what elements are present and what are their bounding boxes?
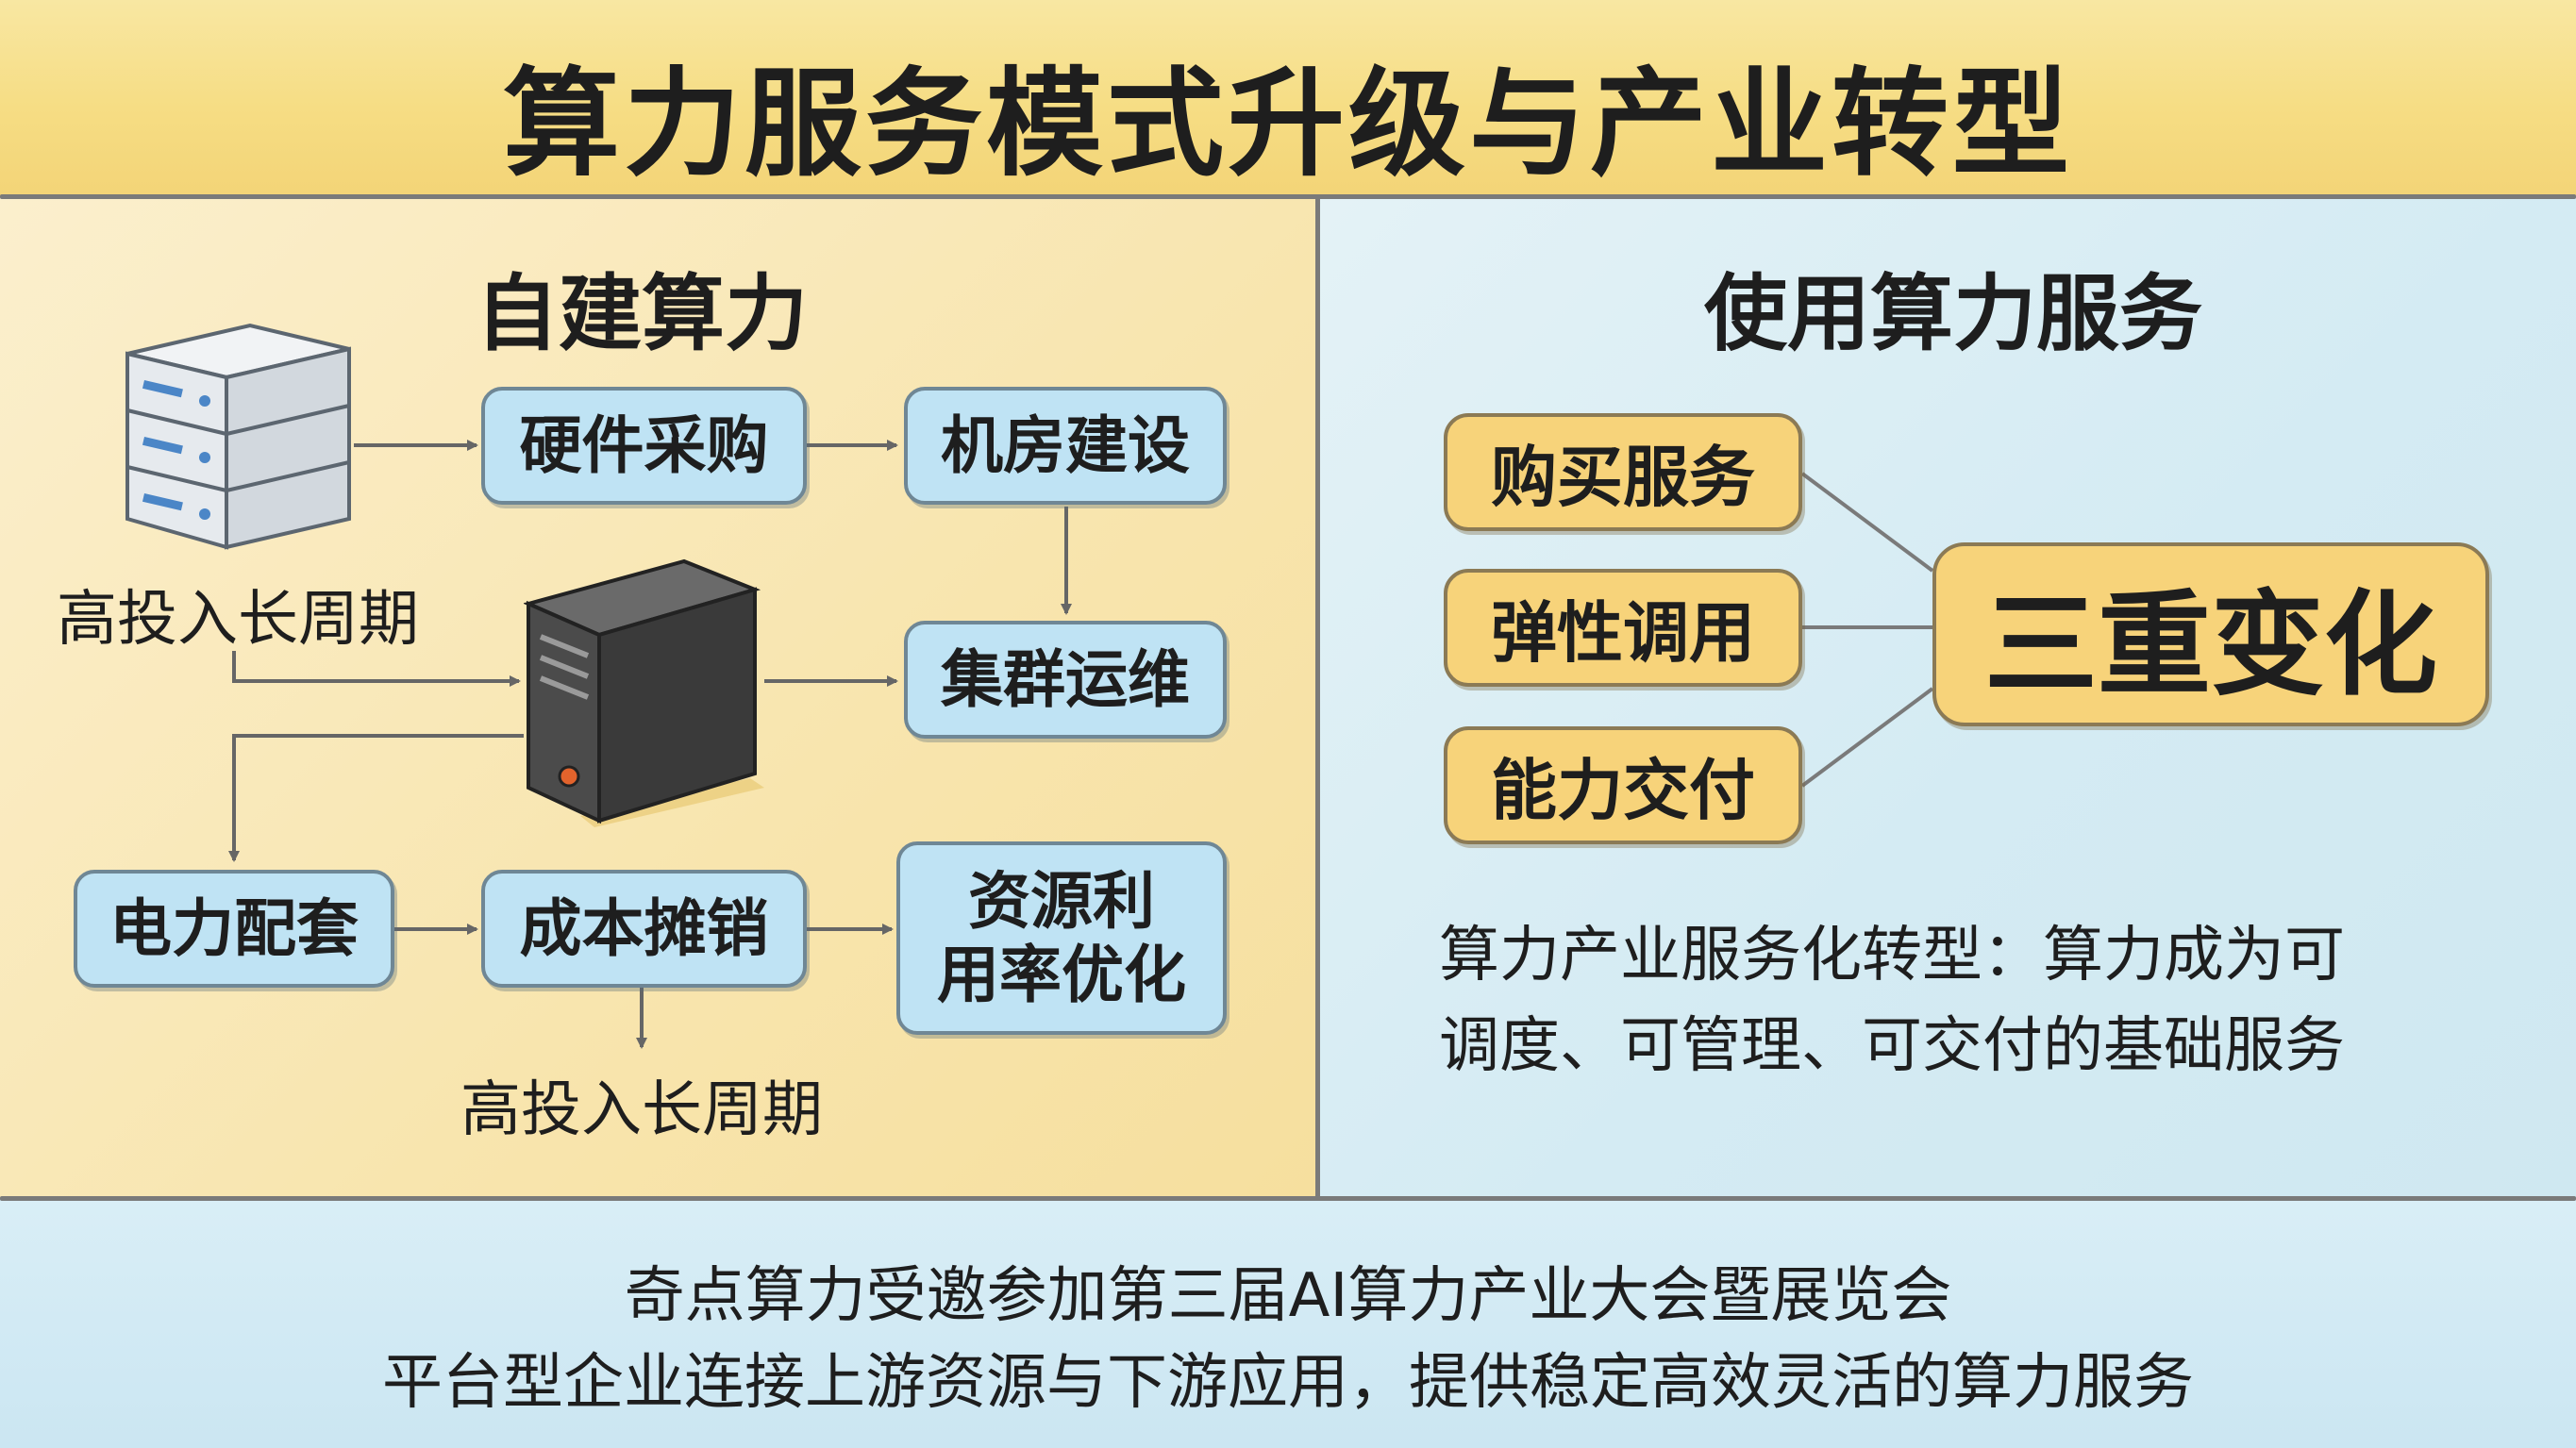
triple-change-box: 三重变化 [1932,542,2489,726]
option-elastic-call-label: 弹性调用 [1491,580,1755,675]
box-power-supply: 电力配套 [74,870,394,988]
link-buy [1802,474,1932,571]
box-room-construction-label: 机房建设 [941,409,1190,483]
option-elastic-call: 弹性调用 [1444,569,1802,687]
option-capability-delivery: 能力交付 [1444,726,1802,844]
server-rack-icon [118,316,354,561]
summary-line-1: 算力产业服务化转型：算力成为可 [1439,910,2477,1001]
option-buy-service-label: 购买服务 [1491,424,1755,520]
footer-line-2: 平台型企业连接上游资源与下游应用，提供稳定高效灵活的算力服务 [0,1334,2576,1421]
box-cost-amortization: 成本摊销 [481,870,807,988]
box-hardware-purchase: 硬件采购 [481,387,807,505]
server-tower-icon [524,552,769,835]
box-hardware-purchase-label: 硬件采购 [520,409,769,483]
note-high-investment-top: 高投入长周期 [57,571,419,657]
box-resource-line1: 资源利 [968,865,1155,939]
box-room-construction: 机房建设 [904,387,1227,505]
summary-text: 算力产业服务化转型：算力成为可 调度、可管理、可交付的基础服务 [1439,910,2477,1091]
box-resource-utilization: 资源利 用率优化 [896,841,1227,1035]
box-cluster-ops: 集群运维 [904,621,1227,739]
box-resource-line2: 用率优化 [937,939,1186,1012]
box-power-supply-label: 电力配套 [109,892,359,966]
box-cluster-ops-label: 集群运维 [941,643,1190,717]
link-deliver [1802,689,1932,786]
option-capability-delivery-label: 能力交付 [1491,738,1755,833]
box-cost-amortization-label: 成本摊销 [520,892,769,966]
summary-line-2: 调度、可管理、可交付的基础服务 [1439,1001,2477,1091]
arrow-to-power [234,736,524,860]
note-high-investment-bottom: 高投入长周期 [460,1061,823,1148]
triple-change-label: 三重变化 [1984,553,2437,717]
footer-line-1: 奇点算力受邀参加第三届AI算力产业大会暨展览会 [0,1247,2576,1334]
option-buy-service: 购买服务 [1444,413,1802,531]
